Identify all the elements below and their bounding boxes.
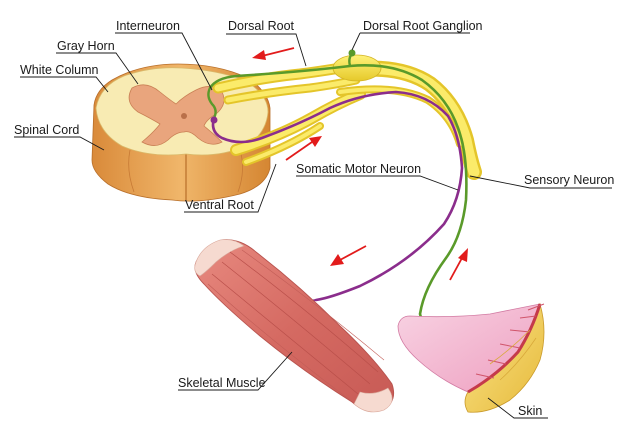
label-skeletal-muscle: Skeletal Muscle — [178, 376, 266, 390]
skin — [397, 302, 545, 413]
leader-sensory-neuron — [469, 175, 612, 189]
arrow-ventral-root — [285, 136, 322, 161]
label-sensory-neuron: Sensory Neuron — [524, 173, 614, 187]
leader-skeletal-muscle — [178, 351, 293, 391]
labels: Interneuron Dorsal Root Dorsal Root Gang… — [14, 19, 614, 418]
somatic-motor-neuron-axon — [211, 90, 464, 302]
leader-ventral-root — [184, 163, 277, 213]
leader-interneuron — [115, 32, 213, 91]
sensory-neuron-axon — [208, 64, 468, 346]
arrow-sensory-neuron — [449, 248, 468, 281]
muscle-belly — [194, 239, 395, 412]
label-interneuron: Interneuron — [116, 19, 180, 33]
leader-dorsal-root-ganglion — [351, 32, 470, 51]
muscle-fiber-line — [221, 261, 371, 385]
leader-skin — [487, 397, 548, 419]
leader-dorsal-root — [226, 33, 307, 67]
direction-arrows — [252, 47, 468, 281]
label-dorsal-root: Dorsal Root — [228, 19, 295, 33]
central-canal — [181, 113, 187, 119]
leader-spinal-cord — [14, 136, 105, 151]
label-dorsal-root-ganglion: Dorsal Root Ganglion — [363, 19, 483, 33]
sensory-cell-body — [348, 49, 356, 57]
label-ventral-root: Ventral Root — [185, 198, 254, 212]
motor-cell-body — [210, 116, 218, 124]
interneuron — [207, 87, 217, 119]
label-skin: Skin — [518, 404, 542, 418]
skin-dermis-edge — [467, 303, 542, 394]
leader-somatic-motor-neuron — [296, 175, 459, 191]
skeletal-muscle — [194, 239, 395, 413]
label-white-column: White Column — [20, 63, 99, 77]
cord-shading-line — [128, 149, 135, 193]
arrow-dorsal-root — [252, 47, 295, 60]
label-gray-horn: Gray Horn — [57, 39, 115, 53]
skin-papillae — [475, 303, 545, 379]
arrow-motor-neuron — [330, 245, 367, 266]
leader-gray-horn — [56, 52, 139, 85]
muscle-tendon-bottom — [353, 387, 393, 413]
leader-white-column — [20, 76, 109, 93]
label-somatic-motor-neuron: Somatic Motor Neuron — [296, 162, 421, 176]
gray-horn — [128, 84, 225, 146]
leader-lines — [14, 32, 612, 419]
label-spinal-cord: Spinal Cord — [14, 123, 79, 137]
